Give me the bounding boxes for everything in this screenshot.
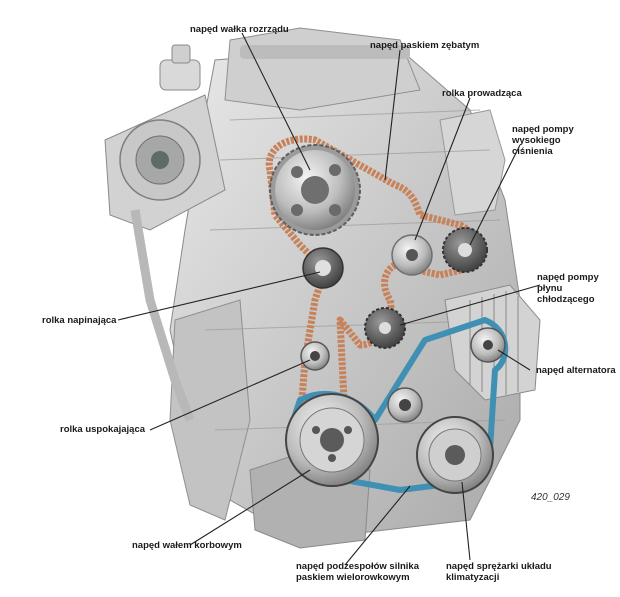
leader-lines (117, 32, 541, 566)
label-crankshaft-drive: napęd wałem korbowym (132, 540, 242, 551)
label-aux-drive: napęd podzespołów silnika paskiem wielor… (296, 561, 419, 583)
engine-block (169, 27, 521, 549)
label-camshaft-drive: napęd wałka rozrządu (190, 24, 289, 35)
guide-roller (391, 234, 433, 276)
label-toothed-belt-drive: napęd paskiem zębatym (370, 40, 480, 51)
label-ac-compressor-drive: napęd sprężarki układu klimatyzacji (446, 561, 552, 583)
ac-compressor-pulley (416, 416, 494, 494)
label-coolant-pump-drive: napęd pompy płynu chłodzącego (537, 272, 599, 305)
damper-roller (300, 341, 330, 371)
camshaft-sprocket (269, 144, 361, 236)
label-hp-pump-drive: napęd pompy wysokiego ciśnienia (512, 124, 574, 157)
idler-roller (387, 387, 423, 423)
label-alternator-drive: napęd alternatora (536, 365, 616, 376)
label-guide-roller: rolka prowadząca (442, 88, 522, 99)
coolant-pump-sprocket (364, 307, 406, 349)
timing-belt (265, 135, 483, 449)
figure-reference: 420_029 (531, 492, 570, 503)
hp-pump-sprocket (442, 227, 488, 273)
crankshaft-pulley (285, 393, 379, 487)
label-tensioner: rolka napinająca (42, 315, 117, 326)
tensioner-roller (302, 247, 344, 289)
alternator-pulley (470, 327, 506, 363)
turbocharger (104, 44, 226, 422)
label-damper-roller: rolka uspokajająca (60, 424, 146, 435)
